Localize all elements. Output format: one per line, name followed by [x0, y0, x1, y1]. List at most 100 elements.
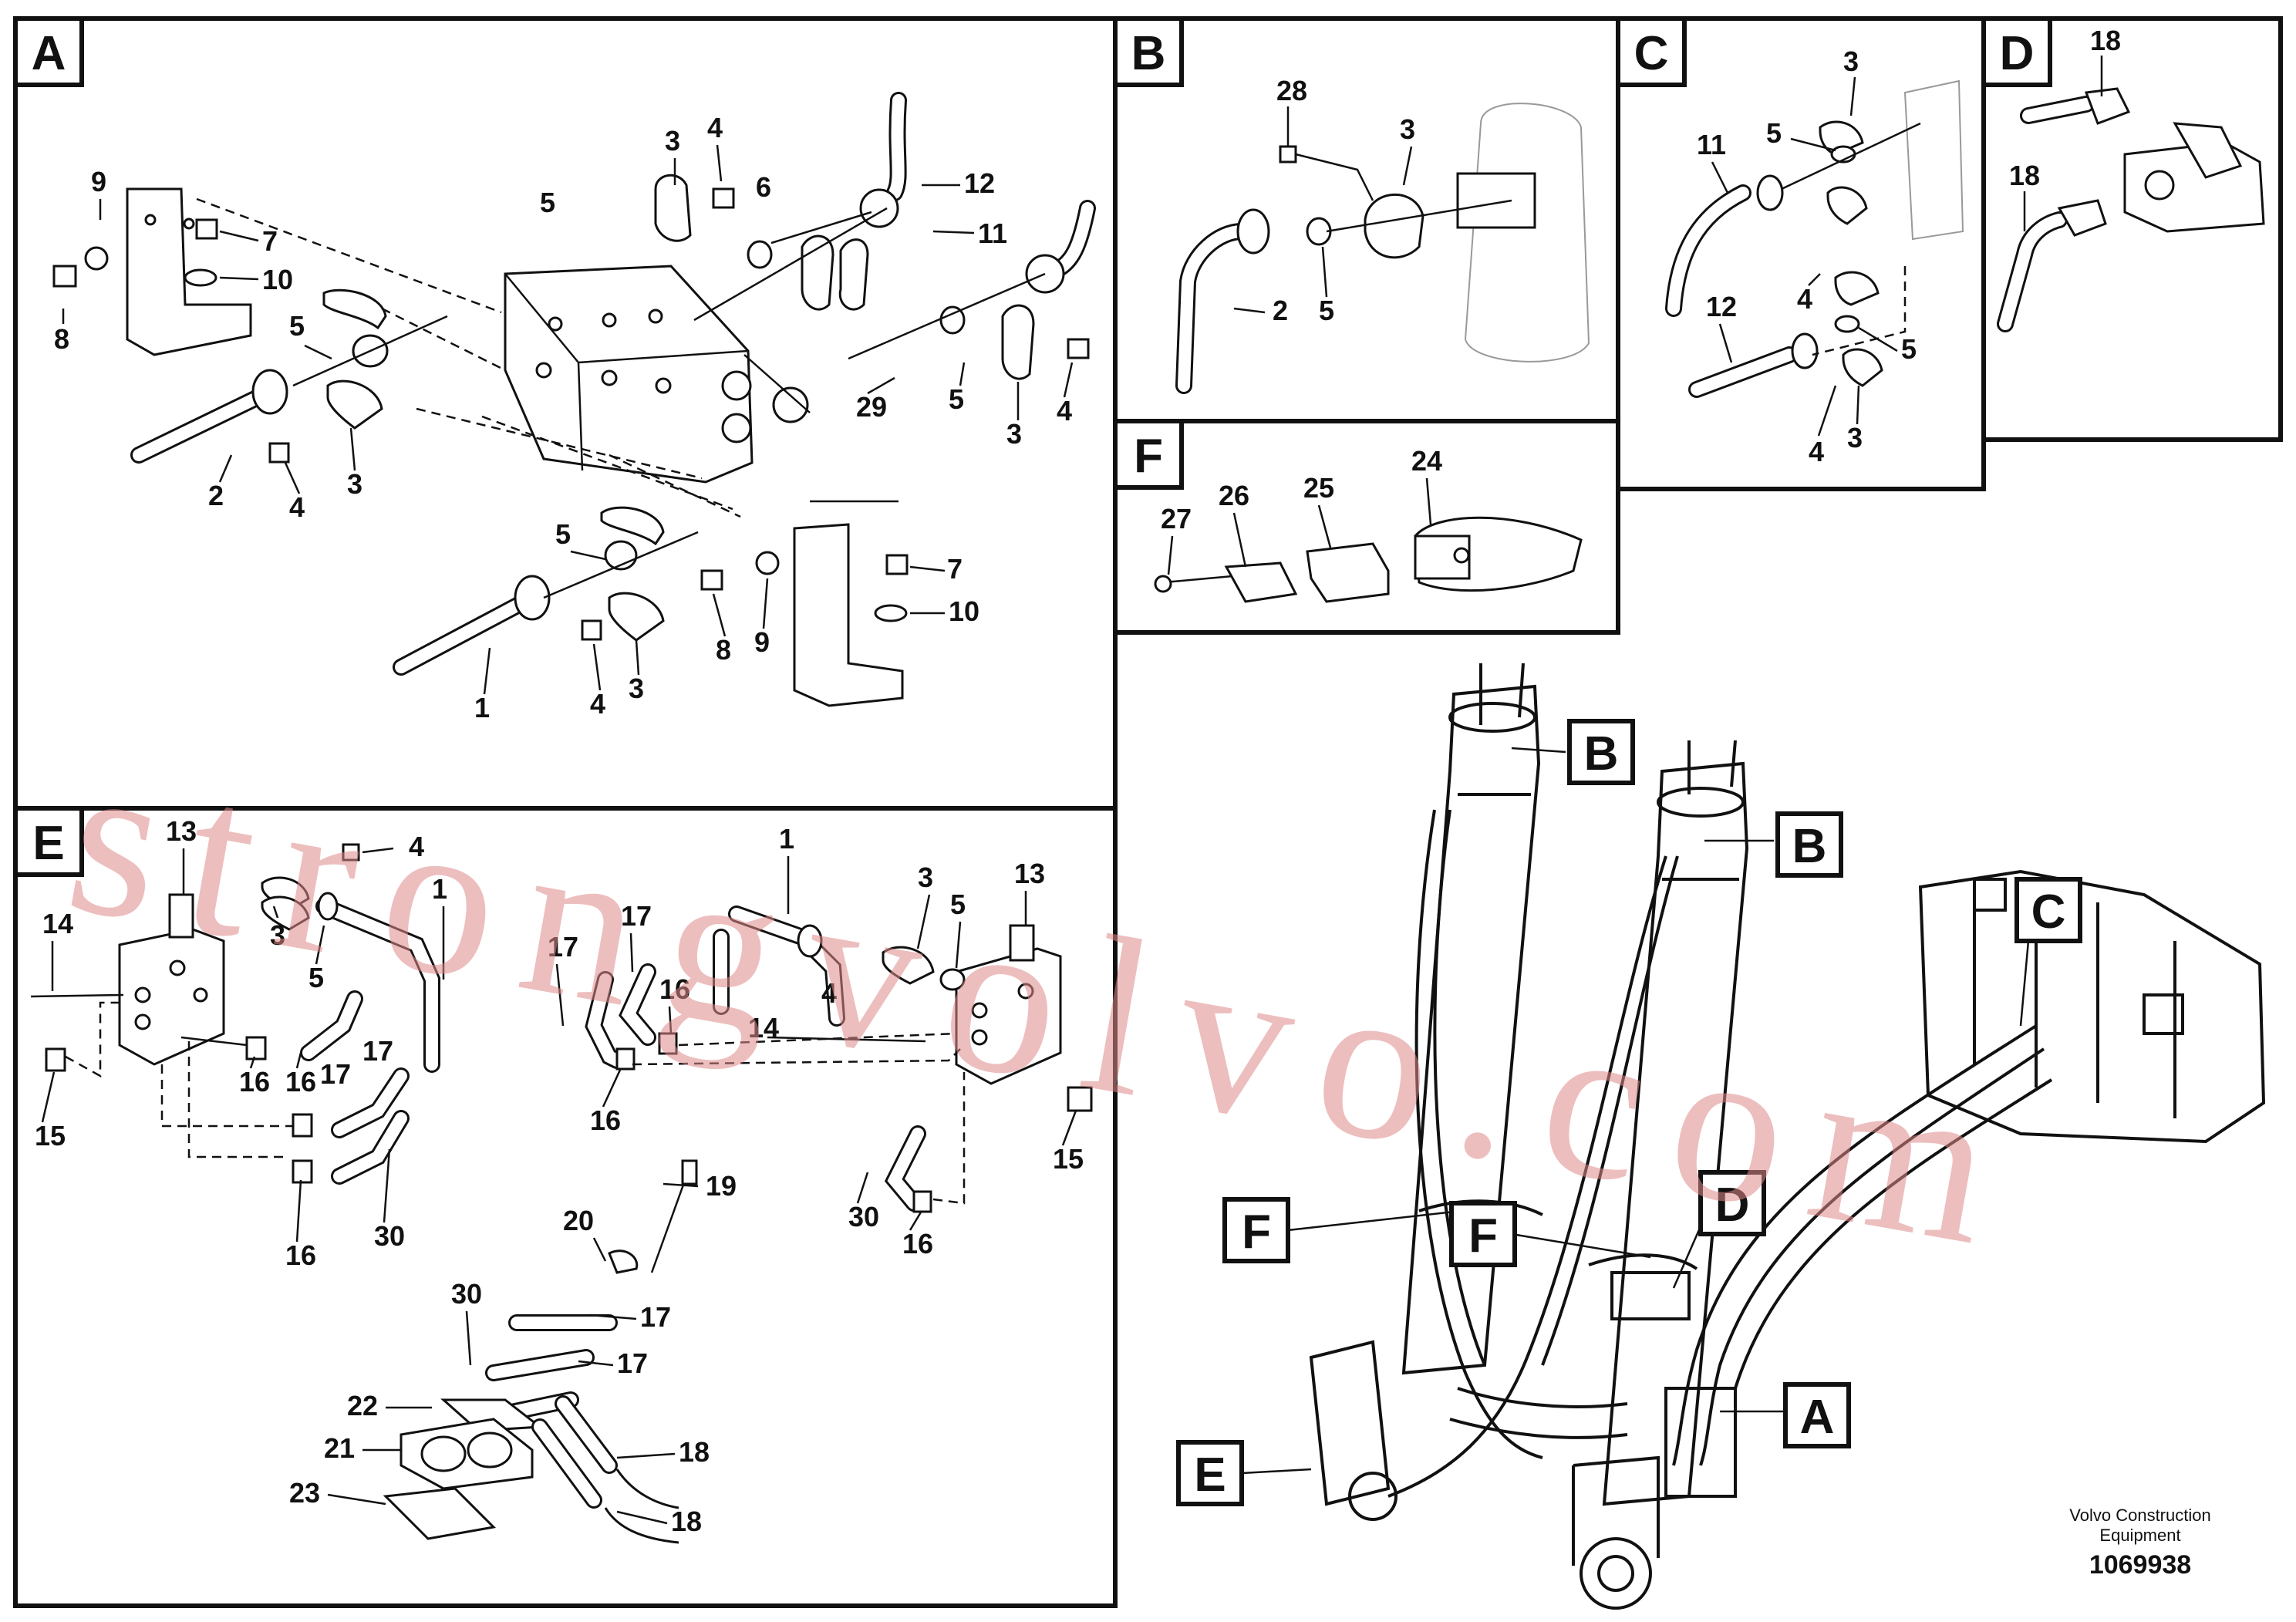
part-callout: 4 — [707, 112, 723, 143]
part-callout: 8 — [54, 323, 69, 355]
callout-leaders — [41, 56, 2103, 1525]
part-callout: 21 — [324, 1432, 355, 1464]
part-callout: 15 — [35, 1120, 66, 1152]
part-callout: 11 — [1697, 129, 1726, 160]
overview-tag-c: C — [2014, 877, 2082, 1027]
panel-b: B — [1113, 16, 1620, 423]
part-callout: 16 — [285, 1066, 316, 1098]
part-callout: 3 — [629, 673, 644, 704]
svg-text:A: A — [1800, 1391, 1835, 1444]
part-callout: 24 — [1411, 445, 1442, 477]
part-callout: 19 — [706, 1170, 737, 1202]
part-callout: 5 — [949, 383, 964, 415]
part-callout: 29 — [856, 391, 887, 423]
bracket-right — [793, 523, 904, 707]
overview-tag-e: E — [1176, 1440, 1312, 1506]
part-callout: 30 — [374, 1220, 405, 1252]
credit-block: Volvo Construction Equipment 1069938 — [2069, 1506, 2210, 1580]
panel-e-frame — [13, 806, 1118, 1608]
callouts-panel-b: 28 3 2 5 — [1273, 75, 1415, 326]
svg-text:F: F — [1468, 1209, 1498, 1263]
part-callout: 15 — [1053, 1143, 1084, 1175]
part-callout: 25 — [1303, 472, 1334, 504]
bracket-left — [126, 187, 252, 356]
part-callout: 9 — [754, 626, 770, 658]
part-callout: 30 — [848, 1201, 879, 1233]
part-callout: 10 — [949, 595, 979, 627]
part-callout: 16 — [590, 1104, 621, 1136]
part-callout: 18 — [2090, 25, 2121, 56]
credit-line1: Volvo Construction — [2069, 1506, 2210, 1525]
part-callout: 8 — [716, 634, 731, 666]
part-callout: 28 — [1276, 75, 1307, 106]
svg-text:C: C — [2031, 885, 2066, 939]
part-callout: 22 — [347, 1390, 378, 1421]
part-callout: 18 — [2009, 160, 2040, 191]
callouts-panel-e: 13 4 1 14 3 5 16 16 17 17 15 16 30 1 3 5… — [35, 815, 1084, 1537]
part-callout: 13 — [1014, 858, 1045, 889]
part-callout: 12 — [964, 167, 995, 199]
part-callout: 3 — [1843, 46, 1859, 77]
panel-d-frame — [1981, 16, 2283, 442]
part-callout: 2 — [208, 480, 224, 511]
part-callout: 16 — [659, 973, 690, 1005]
svg-text:F: F — [1242, 1206, 1271, 1259]
part-callout: 5 — [950, 889, 966, 920]
part-callout: 4 — [1809, 436, 1824, 467]
part-callout: 9 — [91, 166, 106, 197]
part-callout: 2 — [1273, 295, 1288, 326]
part-callout: 10 — [262, 264, 293, 295]
svg-text:B: B — [1792, 820, 1827, 873]
part-callout: 5 — [289, 310, 305, 342]
part-callout: 3 — [1847, 422, 1863, 454]
part-callout: 6 — [756, 171, 771, 203]
overview-tag-b2: B — [1704, 811, 1843, 878]
part-callout: 4 — [1057, 395, 1072, 427]
panel-a-tag — [13, 16, 84, 87]
part-callout: 16 — [285, 1239, 316, 1271]
part-callout: 17 — [640, 1301, 671, 1333]
panel-f-frame — [1113, 419, 1620, 635]
panel-c-frame — [1616, 16, 1986, 491]
part-callout: 1 — [474, 692, 490, 723]
overview-drawing: B B C D F F E — [1176, 663, 2266, 1610]
callouts-panel-c: 3 5 11 4 12 5 4 3 — [1697, 46, 1917, 467]
panel-c-label: C — [1634, 27, 1669, 80]
part-callout: 3 — [665, 125, 680, 157]
valve-block — [504, 265, 754, 484]
part-callout: 17 — [621, 900, 652, 932]
part-callout: 1 — [432, 873, 447, 905]
part-callout: 5 — [1766, 117, 1782, 149]
part-callout: 17 — [617, 1347, 648, 1379]
panel-b-label: B — [1131, 27, 1166, 80]
panel-f-label: F — [1134, 430, 1163, 483]
credit-line2: Equipment — [2099, 1526, 2180, 1545]
svg-text:B: B — [1584, 727, 1619, 781]
part-callout: 26 — [1219, 480, 1249, 511]
panel-a: A — [13, 16, 1118, 811]
part-callout: 11 — [978, 218, 1007, 249]
part-callout: 5 — [308, 962, 324, 993]
overview-tag-f1: F — [1222, 1197, 1497, 1263]
part-callout: 5 — [555, 518, 571, 550]
panel-a-label: A — [32, 27, 66, 80]
part-callout: 5 — [1319, 295, 1334, 326]
overview-tag-d: D — [1672, 1170, 1766, 1289]
panel-d-label: D — [2000, 27, 2035, 80]
svg-text:E: E — [1194, 1448, 1226, 1502]
panel-c: C — [1616, 16, 1986, 491]
part-callout: 3 — [270, 919, 285, 951]
callouts-panel-f: 27 26 25 24 — [1161, 445, 1442, 534]
panel-e-label: E — [32, 817, 64, 870]
svg-text:D: D — [1715, 1179, 1750, 1232]
part-callout: 7 — [262, 225, 278, 257]
panel-d: D — [1981, 16, 2283, 442]
callouts-panel-d: 18 18 — [2009, 25, 2121, 191]
part-callout: 5 — [540, 187, 555, 218]
part-callout: 20 — [563, 1205, 594, 1236]
part-callout: 17 — [320, 1058, 351, 1090]
part-callout: 17 — [548, 931, 578, 963]
part-callout: 3 — [1006, 418, 1022, 450]
part-callout: 27 — [1161, 503, 1192, 534]
